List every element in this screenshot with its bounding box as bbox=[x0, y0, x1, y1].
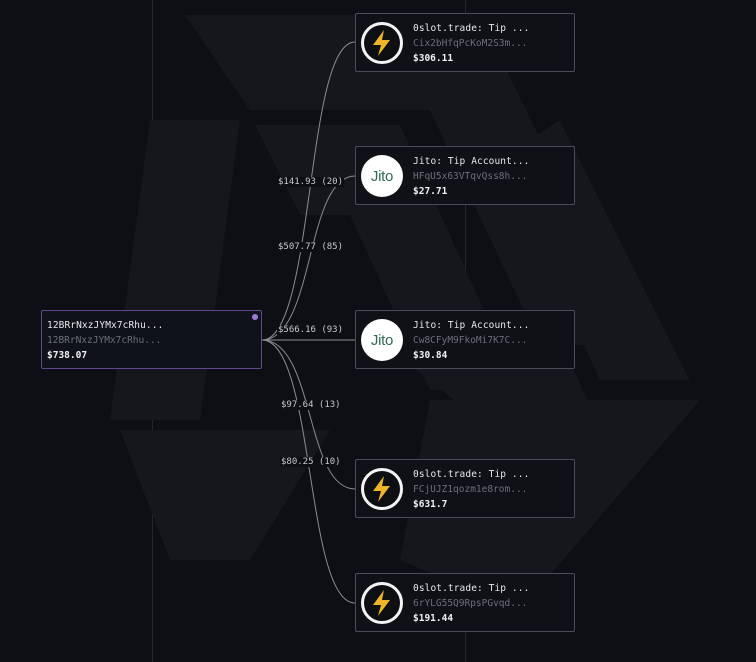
edge-label: $80.25 (10) bbox=[280, 457, 342, 467]
target-address: Cw8CFyM9FkoMi7K7C... bbox=[413, 335, 528, 346]
target-amount: $631.7 bbox=[413, 499, 448, 510]
edge-label: $141.93 (20) bbox=[277, 177, 345, 187]
target-wallet-card[interactable]: Jito Jito: Tip Account... Cw8CFyM9FkoMi7… bbox=[355, 310, 575, 369]
target-amount: $27.71 bbox=[413, 186, 448, 197]
edge-to-target-1 bbox=[261, 41, 356, 341]
target-name: Jito: Tip Account... bbox=[413, 320, 530, 331]
jito-logo-text: Jito bbox=[370, 167, 394, 185]
target-name: 0slot.trade: Tip ... bbox=[413, 469, 530, 480]
target-amount: $191.44 bbox=[413, 613, 454, 624]
edge-label: $97.64 (13) bbox=[280, 400, 342, 410]
lightning-bolt-icon bbox=[361, 582, 403, 624]
target-wallet-card[interactable]: 0slot.trade: Tip ... Cix2bHfqPcKoM2S3m..… bbox=[355, 13, 575, 72]
target-wallet-card[interactable]: 0slot.trade: Tip ... FCjUJZ1qozm1e8rom..… bbox=[355, 459, 575, 518]
edge-label: $507.77 (85) bbox=[277, 242, 345, 252]
target-name: 0slot.trade: Tip ... bbox=[413, 23, 530, 34]
source-wallet-name: 12BRrNxzJYMx7cRhu... bbox=[47, 320, 164, 331]
jito-logo-icon: Jito bbox=[361, 155, 403, 197]
edge-label: $566.16 (93) bbox=[277, 325, 345, 335]
source-wallet-card[interactable]: 12BRrNxzJYMx7cRhu... 12BRrNxzJYMx7cRhu..… bbox=[41, 310, 262, 369]
target-name: Jito: Tip Account... bbox=[413, 156, 530, 167]
target-wallet-card[interactable]: 0slot.trade: Tip ... 6rYLG55Q9RpsPGvqd..… bbox=[355, 573, 575, 632]
target-wallet-card[interactable]: Jito Jito: Tip Account... HFqU5x63VTqvQs… bbox=[355, 146, 575, 205]
source-wallet-amount: $738.07 bbox=[47, 350, 88, 361]
jito-logo-icon: Jito bbox=[361, 319, 403, 361]
source-wallet-address: 12BRrNxzJYMx7cRhu... bbox=[47, 335, 162, 346]
target-name: 0slot.trade: Tip ... bbox=[413, 583, 530, 594]
target-address: HFqU5x63VTqvQss8h... bbox=[413, 171, 528, 182]
selected-indicator-dot bbox=[252, 314, 258, 320]
edge-to-target-5 bbox=[261, 339, 356, 604]
lightning-bolt-icon bbox=[361, 468, 403, 510]
edge-to-target-4 bbox=[261, 339, 356, 490]
target-amount: $30.84 bbox=[413, 350, 448, 361]
lightning-bolt-icon bbox=[361, 22, 403, 64]
jito-logo-text: Jito bbox=[370, 331, 394, 349]
target-address: 6rYLG55Q9RpsPGvqd... bbox=[413, 598, 528, 609]
target-address: FCjUJZ1qozm1e8rom... bbox=[413, 484, 528, 495]
target-amount: $306.11 bbox=[413, 53, 454, 64]
target-address: Cix2bHfqPcKoM2S3m... bbox=[413, 38, 528, 49]
